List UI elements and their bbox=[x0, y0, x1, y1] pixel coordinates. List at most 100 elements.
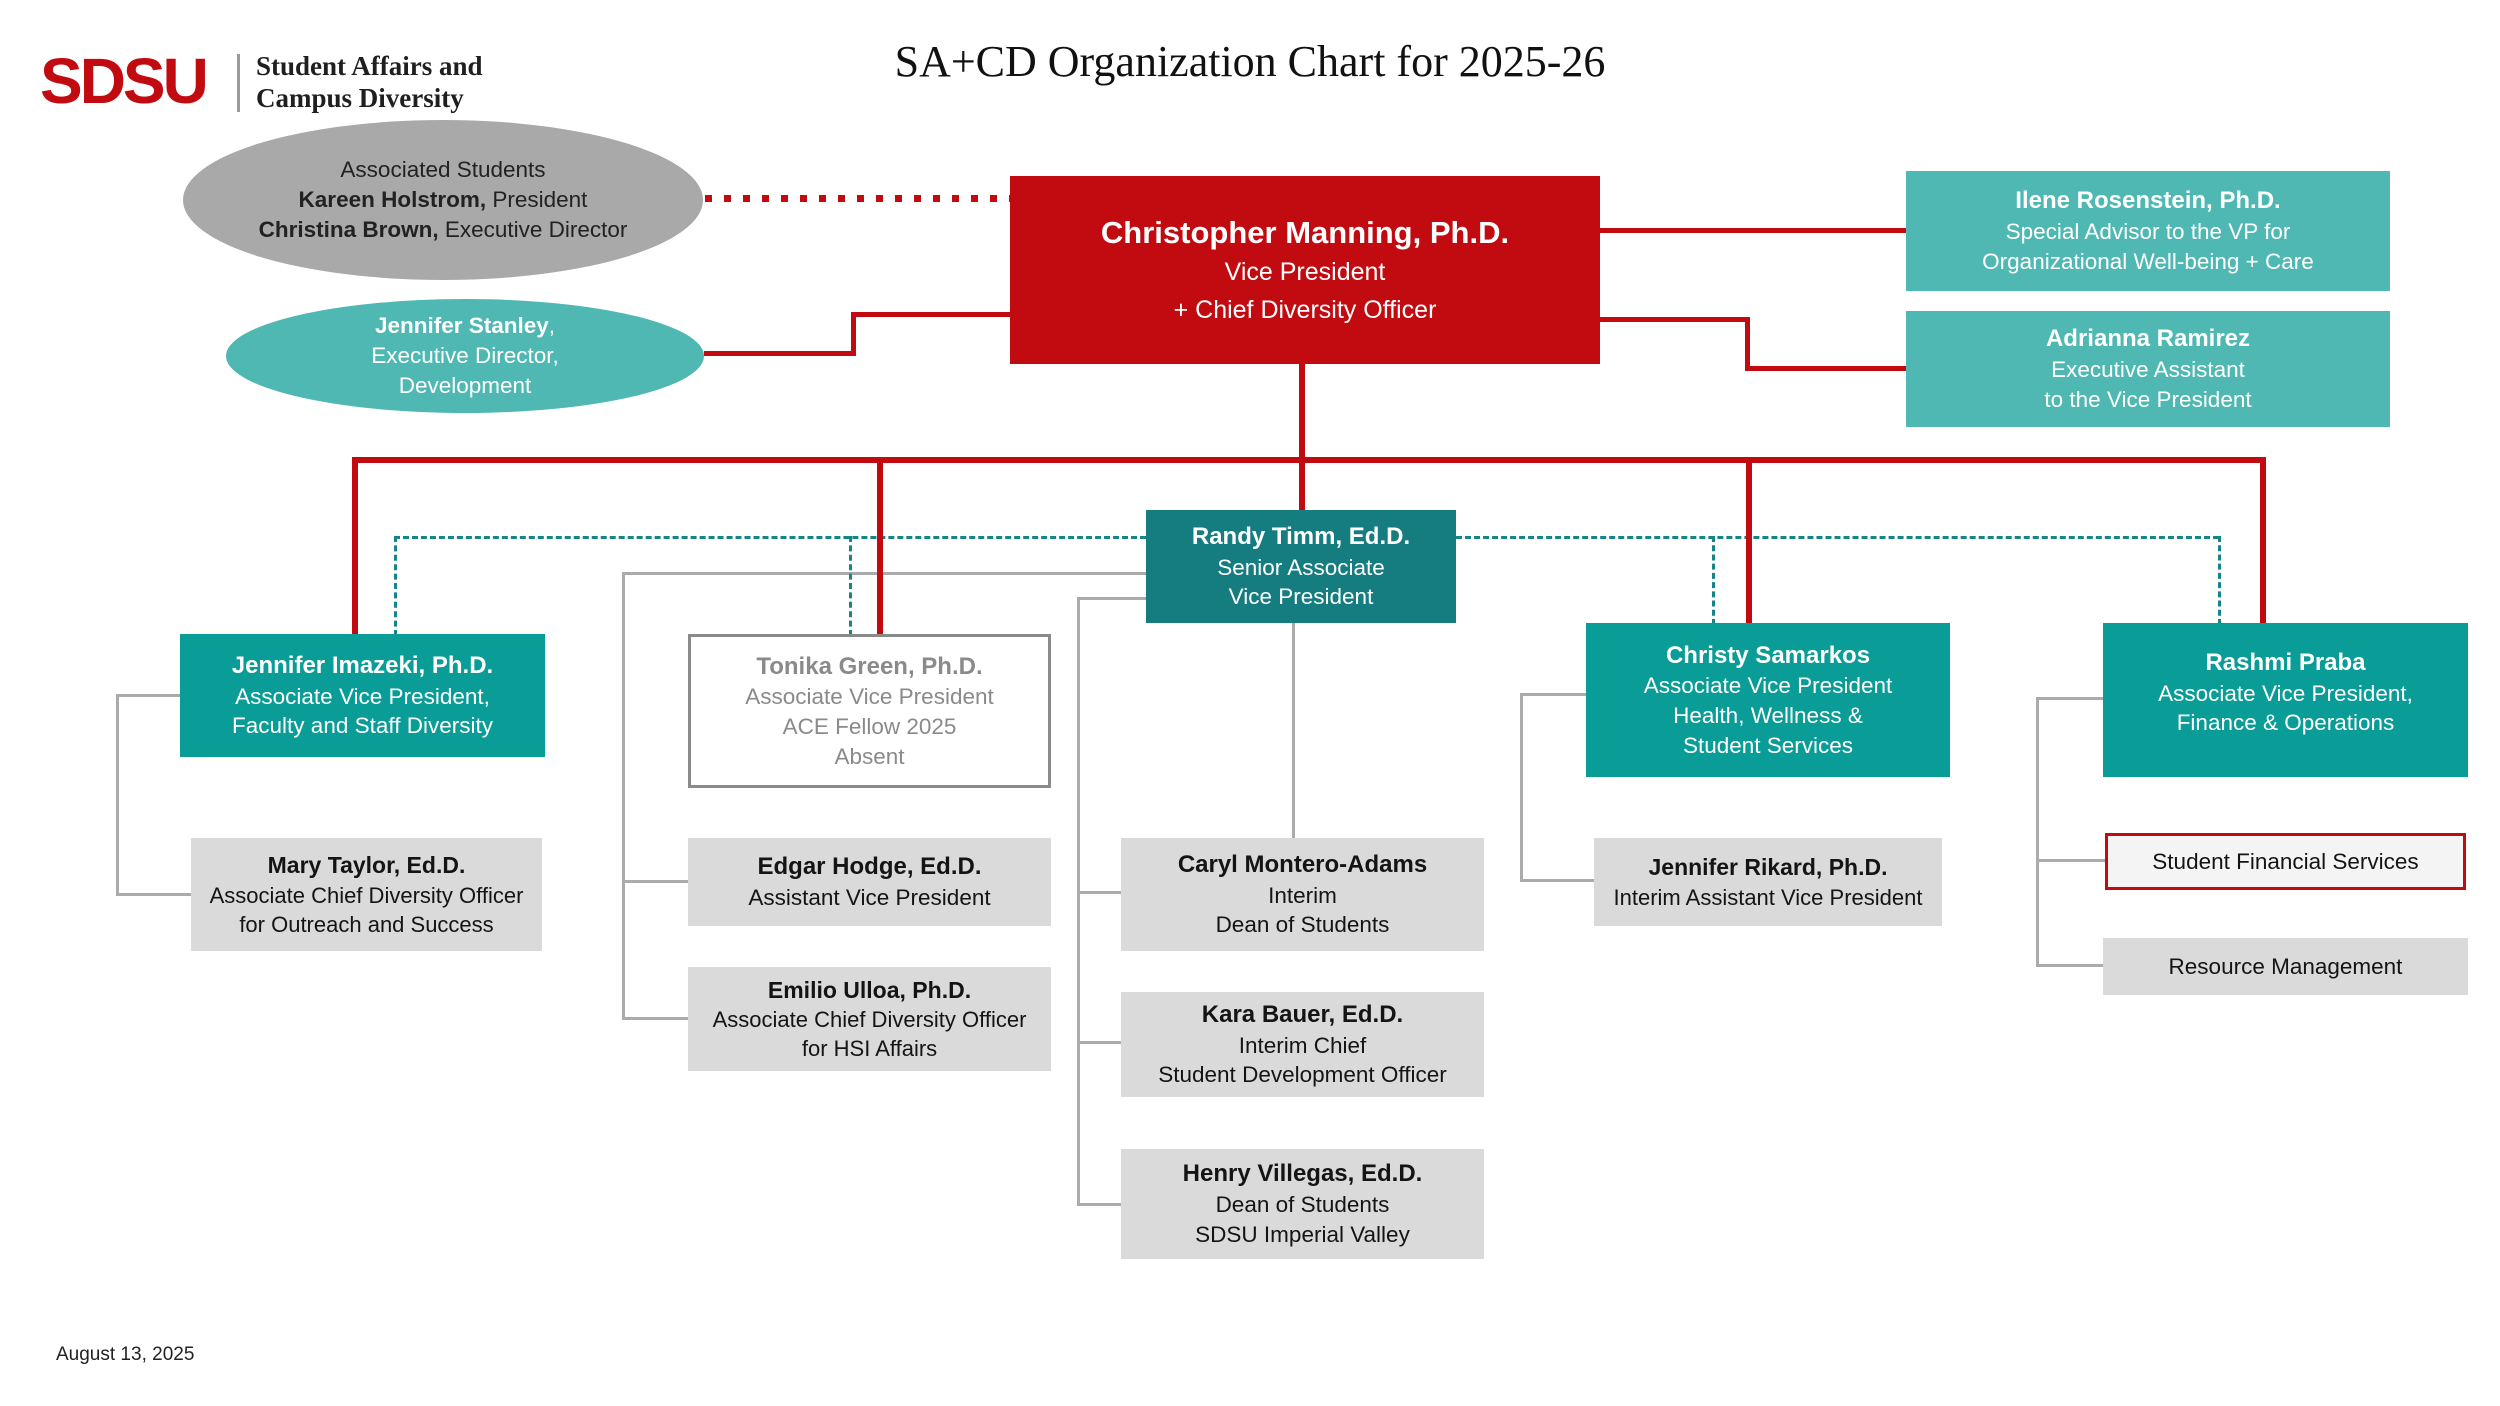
connector-rashmi-bracket bbox=[2036, 697, 2039, 967]
dashed-drop-christy bbox=[1712, 536, 1715, 625]
node-jennifer-rikard: Jennifer Rikard, Ph.D. Interim Assistant… bbox=[1594, 838, 1942, 926]
connector-to-henry bbox=[1077, 1203, 1121, 1206]
sdsu-logo: SDSU bbox=[40, 45, 209, 117]
node-edgar-hodge: Edgar Hodge, Ed.D. Assistant Vice Presid… bbox=[688, 838, 1051, 926]
dashed-randy-left bbox=[394, 536, 1146, 539]
connector-imazeki-out bbox=[116, 694, 180, 697]
node-randy-timm: Randy Timm, Ed.D. Senior Associate Vice … bbox=[1146, 510, 1456, 623]
person-name: Jennifer Rikard, Ph.D. bbox=[1648, 854, 1888, 881]
dashed-drop-tonika bbox=[849, 536, 852, 636]
red-link-ilene bbox=[1600, 228, 1906, 233]
node-jennifer-imazeki: Jennifer Imazeki, Ph.D. Associate Vice P… bbox=[180, 634, 545, 757]
org-label: Associated Students bbox=[340, 157, 546, 183]
red-drop-rashmi bbox=[2260, 457, 2266, 626]
person-name: Caryl Montero-Adams bbox=[1177, 850, 1428, 878]
red-link-stanley-1 bbox=[704, 351, 856, 356]
person-name: Tonika Green, Ph.D. bbox=[756, 652, 983, 680]
person-name: Christina Brown, bbox=[258, 216, 439, 242]
person-title: Organizational Well-being + Care bbox=[1982, 248, 2314, 274]
node-resource-management: Resource Management bbox=[2103, 938, 2468, 995]
comma: , bbox=[548, 313, 556, 339]
dotted-assoc-students-link bbox=[705, 195, 1010, 202]
person-title: SDSU Imperial Valley bbox=[1195, 1221, 1410, 1247]
person-title: Interim Assistant Vice President bbox=[1613, 884, 1923, 910]
person-title: Associate Vice President bbox=[745, 684, 994, 710]
connector-to-caryl bbox=[1077, 891, 1121, 894]
person-name: Adrianna Ramirez bbox=[2045, 325, 2251, 353]
logo-subtitle-line1: Student Affairs and bbox=[256, 51, 483, 81]
red-link-adrianna-1 bbox=[1600, 317, 1750, 322]
person-title: + Chief Diversity Officer bbox=[1173, 295, 1437, 324]
red-drop-imazeki bbox=[352, 457, 358, 637]
unit-label: Resource Management bbox=[2168, 953, 2403, 979]
node-student-financial-services: Student Financial Services bbox=[2105, 833, 2466, 890]
page-title: SA+CD Organization Chart for 2025-26 bbox=[894, 37, 1606, 86]
person-name: Henry Villegas, Ed.D. bbox=[1182, 1160, 1423, 1188]
red-trunk-vertical bbox=[1299, 364, 1305, 460]
dashed-randy-right bbox=[1456, 536, 2219, 539]
red-link-adrianna-3 bbox=[1745, 366, 1906, 371]
connector-hodge-ulloa-bracket bbox=[622, 572, 625, 1020]
person-name: Jennifer Stanley bbox=[374, 313, 549, 339]
person-title: Senior Associate bbox=[1217, 554, 1385, 580]
person-name: Ilene Rosenstein, Ph.D. bbox=[2015, 187, 2281, 215]
person-title: Special Advisor to the VP for bbox=[2005, 219, 2291, 245]
person-title: Dean of Students bbox=[1215, 912, 1390, 938]
person-title: Associate Chief Diversity Officer bbox=[209, 882, 524, 908]
connector-to-resource-mgmt bbox=[2036, 964, 2103, 967]
red-link-adrianna-2 bbox=[1745, 317, 1750, 371]
person-title: Health, Wellness & bbox=[1673, 702, 1863, 728]
person-title: Interim bbox=[1268, 882, 1337, 908]
person-title: Associate Vice President, bbox=[2158, 680, 2413, 706]
person-title: Associate Vice President bbox=[1643, 673, 1893, 699]
node-associated-students: Associated Students Kareen Holstrom, Pre… bbox=[183, 120, 703, 280]
node-henry-villegas: Henry Villegas, Ed.D. Dean of Students S… bbox=[1121, 1149, 1484, 1259]
person-name: Mary Taylor, Ed.D. bbox=[267, 852, 466, 879]
person-title: Associate Chief Diversity Officer bbox=[712, 1007, 1027, 1033]
person-title: Vice President bbox=[1224, 258, 1386, 287]
person-name: Jennifer Imazeki, Ph.D. bbox=[231, 651, 494, 679]
connector-christy-down bbox=[1520, 693, 1523, 882]
person-status: Absent bbox=[834, 743, 905, 769]
person-title: Executive Director, bbox=[371, 343, 559, 369]
person-title: Dean of Students bbox=[1215, 1192, 1390, 1218]
logo-subtitle-line2: Campus Diversity bbox=[256, 83, 464, 114]
person-title: for HSI Affairs bbox=[801, 1036, 938, 1062]
person-title: Vice President bbox=[1228, 584, 1374, 610]
person-title: Development bbox=[398, 372, 532, 398]
person-title: Assistant Vice President bbox=[748, 884, 991, 910]
node-christy-samarkos: Christy Samarkos Associate Vice Presiden… bbox=[1586, 623, 1950, 777]
person-title: Faculty and Staff Diversity bbox=[232, 713, 493, 739]
connector-randy-left-out bbox=[622, 572, 1146, 575]
connector-to-rikard bbox=[1520, 879, 1594, 882]
person-name: Edgar Hodge, Ed.D. bbox=[757, 853, 982, 881]
connector-to-kara bbox=[1077, 1041, 1121, 1044]
node-christopher-manning: Christopher Manning, Ph.D. Vice Presiden… bbox=[1010, 176, 1600, 364]
person-name: Christy Samarkos bbox=[1665, 641, 1871, 669]
person-title: Associate Vice President, bbox=[235, 683, 490, 709]
date-label: August 13, 2025 bbox=[56, 1344, 195, 1365]
connector-randy-left-out2 bbox=[1077, 597, 1146, 600]
person-title: Finance & Operations bbox=[2176, 710, 2395, 736]
red-drop-tonika bbox=[877, 457, 883, 637]
connector-rashmi-out bbox=[2036, 697, 2103, 700]
person-title: to the Vice President bbox=[2044, 386, 2252, 412]
node-emilio-ulloa: Emilio Ulloa, Ph.D. Associate Chief Dive… bbox=[688, 967, 1051, 1071]
person-title: Student Services bbox=[1682, 732, 1854, 758]
node-tonika-green: Tonika Green, Ph.D. Associate Vice Presi… bbox=[688, 634, 1051, 788]
person-name: Randy Timm, Ed.D. bbox=[1191, 522, 1411, 550]
red-link-stanley-3 bbox=[851, 312, 1010, 317]
node-caryl-montero-adams: Caryl Montero-Adams Interim Dean of Stud… bbox=[1121, 838, 1484, 951]
person-title: ACE Fellow 2025 bbox=[782, 713, 957, 739]
person-name: Kara Bauer, Ed.D. bbox=[1201, 1000, 1404, 1028]
node-ilene-rosenstein: Ilene Rosenstein, Ph.D. Special Advisor … bbox=[1906, 171, 2390, 291]
node-rashmi-praba: Rashmi Praba Associate Vice President, F… bbox=[2103, 623, 2468, 777]
person-title: Interim Chief bbox=[1238, 1032, 1367, 1058]
dashed-drop-rashmi bbox=[2218, 536, 2221, 625]
node-adrianna-ramirez: Adrianna Ramirez Executive Assistant to … bbox=[1906, 311, 2390, 427]
connector-randy-to-caryl bbox=[1292, 623, 1295, 838]
person-name: Rashmi Praba bbox=[2205, 649, 2366, 676]
node-mary-taylor: Mary Taylor, Ed.D. Associate Chief Diver… bbox=[191, 838, 542, 951]
node-jennifer-stanley: Jennifer Stanley, Executive Director, De… bbox=[226, 299, 704, 413]
